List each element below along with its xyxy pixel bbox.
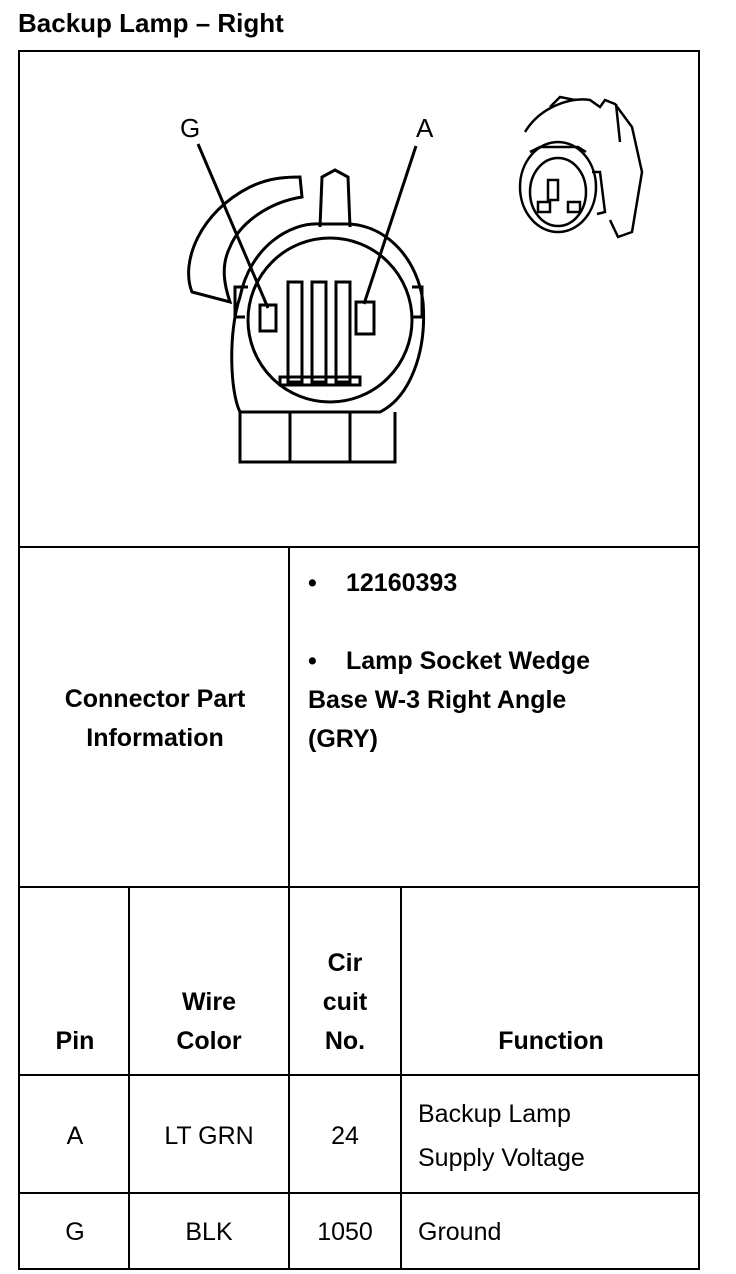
table-cell-wire: BLK [185,1218,233,1246]
bullet-glyph: • [308,569,317,597]
table-cell-pin: A [66,1122,84,1150]
divider [128,888,130,1270]
header-circuit-no: Cir cuit No. [290,944,400,1061]
header-line: cuit [322,988,368,1016]
divider [288,888,290,1270]
connector-part-label: Connector Part Information [22,680,288,758]
part-description: Base W-3 Right Angle [308,686,567,714]
function-line: Backup Lamp [418,1100,571,1128]
divider [288,548,290,888]
pin-label-g: G [180,113,200,143]
connector-diagram: G A [180,95,644,464]
header-line: Cir [327,949,363,977]
table-cell-circuit: 1050 [317,1218,373,1246]
connector-table: G A Connector Part Information • 1216039… [18,50,700,1270]
header-line: No. [324,1027,366,1055]
table-cell-function: Backup Lamp Supply Voltage [418,1092,698,1180]
divider [20,1192,698,1194]
page-title: Backup Lamp – Right [18,8,284,38]
header-line: Wire [182,988,236,1016]
header-pin: Pin [55,1027,95,1055]
part-description: Lamp Socket Wedge [346,647,591,675]
pin-label-a: A [416,113,434,143]
connector-face-icon [187,143,426,464]
part-description: (GRY) [308,725,378,753]
header-line: Color [176,1027,242,1055]
list-item: • 12160393 [308,564,698,642]
divider [20,1074,698,1076]
part-number: 12160393 [346,569,458,597]
function-line: Supply Voltage [418,1144,585,1172]
divider [20,546,698,548]
list-item: • Lamp Socket Wedge Base W-3 Right Angle… [308,642,698,759]
table-cell-circuit: 24 [331,1122,359,1150]
header-wire-color: Wire Color [130,983,288,1061]
connector-socket-icon [518,95,644,239]
divider [20,886,698,888]
part-info-list: • 12160393 • Lamp Socket Wedge Base W-3 … [308,564,698,759]
bullet-glyph: • [308,647,317,675]
table-cell-pin: G [65,1218,85,1246]
table-cell-wire: LT GRN [164,1122,254,1150]
divider [400,888,402,1270]
table-cell-function: Ground [418,1218,502,1246]
label-line: Information [86,724,224,752]
label-line: Connector Part [64,685,246,713]
header-function: Function [498,1027,604,1055]
